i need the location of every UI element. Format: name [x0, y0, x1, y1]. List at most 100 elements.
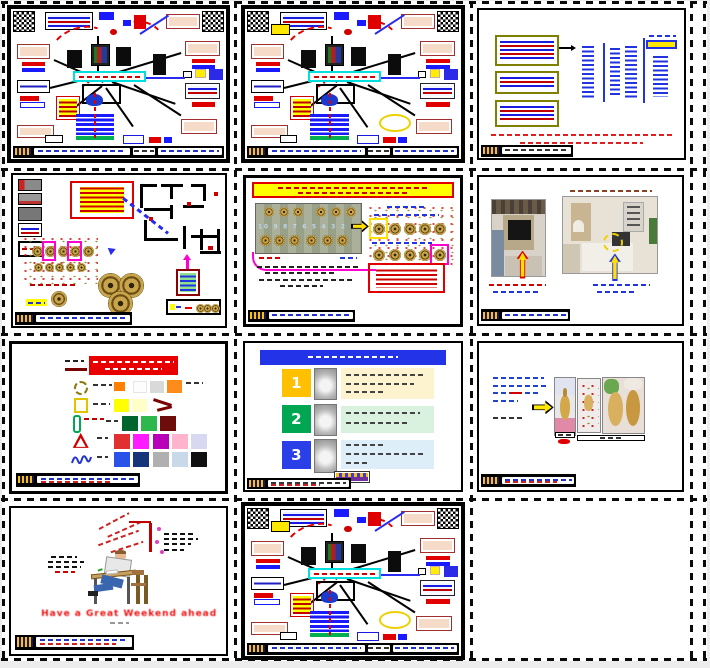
connector-line [367, 84, 416, 117]
decor-shape [163, 136, 173, 143]
map-node [251, 124, 289, 138]
decor-shape [122, 19, 132, 26]
black-text-block [47, 556, 85, 573]
intro-text-block [493, 376, 548, 409]
decor-shape [99, 12, 115, 20]
decor-shape [133, 15, 147, 29]
slide-thumbnail-concept-map-1[interactable] [7, 5, 230, 163]
yellow-note [290, 593, 315, 617]
dark-red-mark [156, 405, 172, 412]
blue-callout-arrow [608, 253, 621, 282]
slide-footer [13, 145, 224, 158]
floorplan-wall [199, 250, 221, 254]
decor-shape [429, 566, 441, 575]
magenta-bracket [252, 252, 437, 272]
swatch [133, 434, 150, 450]
note-text-line [520, 141, 643, 144]
swatch [171, 434, 188, 450]
table-column [610, 48, 621, 96]
olive-info-box [495, 100, 559, 127]
legend-title-box [88, 355, 179, 375]
step-number-3: 3 [281, 440, 311, 469]
knob-icon [57, 245, 69, 257]
caption-line [29, 283, 77, 286]
footer-text-box [502, 476, 575, 484]
map-bar [253, 96, 274, 101]
slide-thumbnail-knob-lineup[interactable]: 10 9 8 7 6 5 4 3 2 1 [243, 175, 463, 327]
map-node [17, 79, 50, 93]
map-label-box [279, 509, 328, 527]
map-bar [426, 555, 451, 560]
note-text-line [491, 134, 672, 137]
floorplan-wall [161, 184, 183, 188]
grid-line [703, 1, 706, 661]
map-node [185, 40, 220, 56]
gourd-photo-2 [577, 378, 601, 433]
green-target-box [176, 268, 200, 296]
map-bar [255, 61, 280, 66]
device-shape [324, 43, 345, 66]
red-callout-arrow [516, 250, 529, 279]
title-banner [252, 182, 454, 199]
legend-note [65, 360, 85, 363]
table-header-text [649, 35, 676, 38]
knob-icon [32, 245, 44, 257]
black-text-block [163, 532, 199, 551]
swatch [140, 416, 157, 431]
magenta-dot [160, 550, 165, 555]
body-text-line [256, 265, 360, 268]
map-bar [426, 58, 451, 63]
yellow-ellipse [378, 611, 412, 629]
map-bar [21, 67, 46, 72]
decor-shape [183, 70, 192, 78]
footer-logo [17, 314, 34, 322]
slide-thumbnail-closing[interactable]: Have a Great Weekend ahead [9, 506, 228, 656]
table-column [653, 55, 668, 98]
footer-logo [250, 312, 267, 320]
empty-grid-cell [473, 501, 688, 656]
legend-label [84, 418, 104, 421]
knob-icon [373, 222, 386, 235]
decor-shape [417, 567, 427, 575]
step-number-1: 1 [281, 369, 311, 398]
intro-subtext [493, 416, 524, 419]
device-shape [301, 49, 317, 68]
yellow-tag [270, 521, 291, 532]
device-shape [66, 49, 82, 68]
swatch [114, 452, 131, 467]
swatch [167, 380, 183, 394]
knob-icon [55, 262, 65, 272]
central-banner [73, 71, 147, 82]
yellow-ellipse [378, 114, 412, 132]
footer-logo [18, 476, 35, 484]
central-banner [307, 71, 382, 82]
footer-logo [15, 148, 32, 155]
device-shape [350, 543, 366, 563]
swatch [114, 434, 131, 450]
mini-image [18, 207, 42, 222]
slide-thumbnail-interior-photos[interactable] [477, 175, 684, 326]
slide-thumbnail-legend[interactable] [9, 341, 228, 494]
slide-thumbnail-gourds[interactable] [477, 341, 684, 492]
footer-text-box [157, 148, 222, 155]
slide-thumbnail-concept-map-3[interactable] [241, 502, 465, 660]
footer-text-box [502, 147, 572, 155]
slide-thumbnail-functions-table[interactable] [477, 8, 686, 160]
map-node [419, 82, 455, 99]
qr-code-icon [437, 10, 459, 32]
decor-shape [357, 632, 379, 641]
floorplan-wall [144, 238, 179, 242]
device-shape [90, 43, 110, 66]
connector-line [133, 84, 181, 117]
slide-thumbnail-concept-map-2[interactable] [241, 5, 465, 163]
slide-thumbnail-steps[interactable]: 1 2 3 [243, 341, 463, 492]
device-shape [152, 54, 166, 75]
knob-icon [70, 245, 82, 257]
footer-text-box [132, 148, 155, 155]
map-node [419, 537, 455, 553]
decor-shape [368, 512, 382, 526]
qr-code-icon [247, 507, 269, 529]
blue-arrowhead [105, 244, 117, 256]
map-node [251, 576, 284, 590]
slide-thumbnail-floor-plan[interactable] [11, 173, 227, 328]
